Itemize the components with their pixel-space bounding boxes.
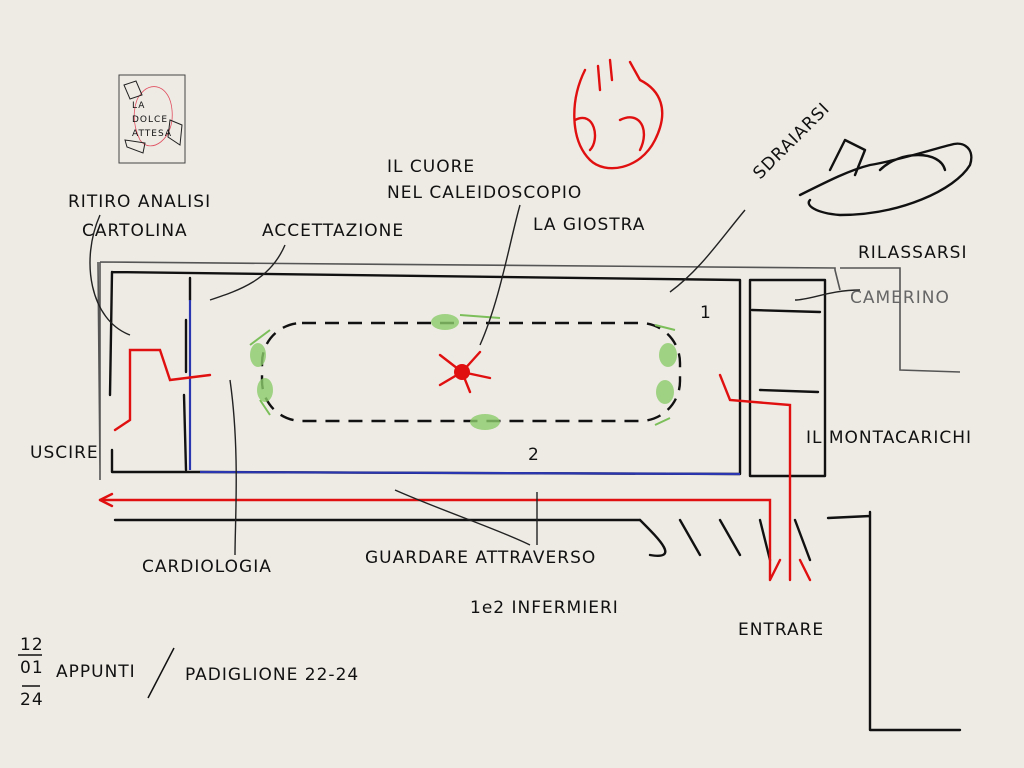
label-nurses: 1e2 INFERMIERI [470, 598, 619, 618]
date-month: 01 [20, 658, 44, 678]
label-cardiology: CARDIOLOGIA [142, 557, 272, 577]
walking-route [98, 348, 812, 582]
footer-notes: 12 01 24 APPUNTI PADIGLIONE 22-24 [18, 635, 359, 710]
label-results-line1: RITIRO ANALISI [68, 192, 211, 212]
date-year: 24 [20, 690, 44, 710]
kaleidoscope-heart [438, 350, 492, 394]
label-enter: ENTRARE [738, 620, 824, 640]
label-lie-down: SDRAIARSI [749, 99, 834, 184]
carousel-path [249, 314, 682, 430]
label-carousel: LA GIOSTRA [533, 215, 645, 235]
reclining-figure-drawing [798, 138, 973, 217]
label-nurse-2: 2 [528, 445, 540, 465]
building-outline [97, 261, 962, 732]
title-card-line3: ATTESA [132, 129, 172, 139]
exit-arrow [98, 492, 114, 508]
heart-drawing [573, 58, 664, 170]
label-results-line2: CARTOLINA [82, 221, 188, 241]
annotation-leaders [89, 204, 861, 556]
footer-notes-label: APPUNTI [56, 662, 136, 682]
title-card-line1: LA [132, 101, 145, 111]
label-heart-line1: IL CUORE [387, 157, 475, 177]
label-relax: RILASSARSI [858, 243, 967, 263]
label-lift: IL MONTACARICHI [806, 428, 972, 448]
label-exit: USCIRE [30, 443, 99, 463]
label-reception: ACCETTAZIONE [262, 221, 404, 241]
date-day: 12 [20, 635, 44, 655]
label-heart-line2: NEL CALEIDOSCOPIO [387, 183, 582, 203]
title-card-line2: DOLCE [132, 115, 168, 125]
glass-wall [188, 300, 741, 476]
label-look-through: GUARDARE ATTRAVERSO [365, 548, 596, 568]
label-nurse-1: 1 [700, 303, 712, 323]
footer-pavilion: PADIGLIONE 22-24 [185, 665, 359, 685]
label-dressing-room: CAMERINO [850, 288, 950, 308]
title-card: LA DOLCE ATTESA [118, 74, 186, 164]
